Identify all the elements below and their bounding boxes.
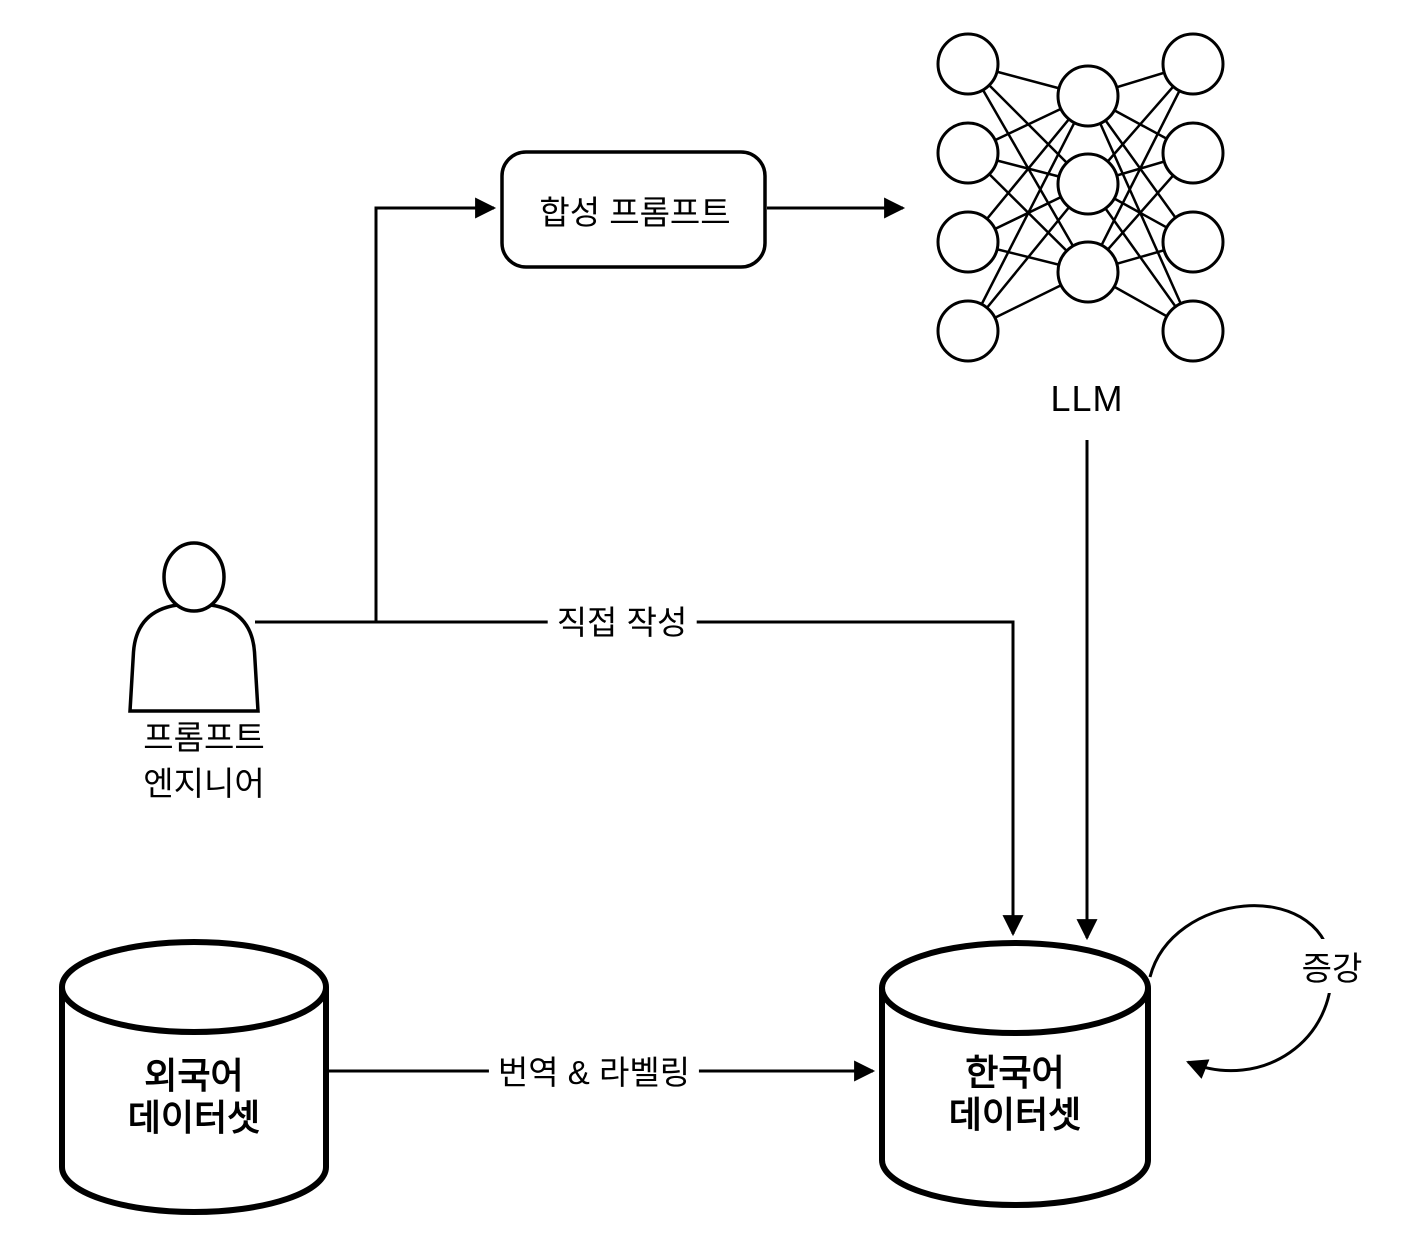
nn-node-circle <box>936 32 1000 96</box>
korean-dataset-cylinder <box>879 940 1151 1208</box>
nn-node-circle <box>1056 64 1120 128</box>
nn-edge-line <box>966 95 1090 332</box>
nn-node-circle <box>1161 121 1225 185</box>
foreign-dataset-label-line1: 외국어 <box>144 1055 244 1096</box>
nn-node-circle <box>1056 152 1120 216</box>
korean-dataset-label-line2: 데이터셋 <box>948 1094 1082 1135</box>
prompt-engineer-icon <box>128 541 260 713</box>
foreign-dataset-label-line2: 데이터셋 <box>127 1097 261 1138</box>
translation-labeling-edge-label: 번역 & 라벨링 <box>488 1043 700 1097</box>
nn-node-circle <box>936 121 1000 185</box>
arrow-engineer-to-synthetic-prompt <box>374 197 497 622</box>
arrow-direct-write-to-korean-dataset <box>255 620 1024 937</box>
augmentation-edge-label: 증강 <box>1292 939 1372 993</box>
synthetic-prompt-box <box>500 150 767 269</box>
nn-node-circle <box>1161 32 1225 96</box>
nn-edge-line <box>967 183 1089 332</box>
nn-edge-line <box>1086 63 1195 273</box>
llm-label: LLM <box>1050 378 1124 419</box>
korean-dataset-label: 한국어 데이터셋 <box>949 1052 1081 1136</box>
korean-dataset-label-line1: 한국어 <box>965 1052 1065 1093</box>
synthetic-prompt-label: 합성 프롬프트 <box>539 194 731 231</box>
nn-node-circle <box>1056 240 1120 304</box>
nn-node-circle <box>1161 299 1225 363</box>
direct-write-edge-label: 직접 작성 <box>547 593 697 647</box>
nn-node-circle <box>1161 210 1225 274</box>
foreign-dataset-cylinder <box>59 939 329 1215</box>
foreign-dataset-label: 외국어 데이터셋 <box>128 1055 260 1139</box>
nn-node-circle <box>936 299 1000 363</box>
nn-node-circle <box>936 210 1000 274</box>
prompt-engineer-label-line1: 프롬프트 <box>143 719 265 756</box>
prompt-engineer-label: 프롬프트 엔지니어 <box>143 715 264 807</box>
prompt-engineer-label-line2: 엔지니어 <box>143 765 265 802</box>
neural-network-icon <box>936 32 1225 363</box>
